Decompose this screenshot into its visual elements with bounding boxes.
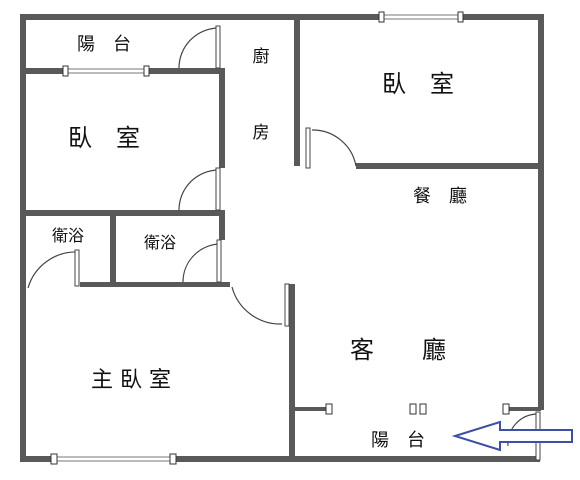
wall-bath-divider-1 <box>110 210 116 284</box>
wall-kitchen-right <box>294 14 300 166</box>
room-label-bath-1: 衛浴 <box>52 226 84 245</box>
window-icon <box>502 403 510 415</box>
room-label-kitchen-1: 廚 <box>253 46 270 67</box>
wall-bedroom-left-right <box>219 68 225 168</box>
window-icon <box>325 403 333 415</box>
door-swing-icon <box>231 283 290 327</box>
arrow-left-icon <box>451 420 573 452</box>
wall-balcony-rail-right <box>505 407 541 411</box>
window-icon <box>419 403 427 415</box>
wall-living-left <box>289 284 295 462</box>
doors <box>27 25 541 461</box>
wall-bath-right <box>219 210 225 240</box>
walls <box>20 14 544 462</box>
wall-bedroom-right-bottom <box>356 163 544 169</box>
window-icon <box>409 403 417 415</box>
room-label-master-bedroom: 主 臥 室 <box>91 368 171 393</box>
window-icon <box>378 11 464 23</box>
room-label-living: 客 廳 <box>350 336 446 364</box>
wall-bedroom-left-bottom <box>20 210 225 216</box>
room-label-balcony-top: 陽 台 <box>77 34 131 55</box>
room-label-balcony-bottom: 陽 台 <box>371 430 425 451</box>
window-icon <box>62 65 150 77</box>
wall-right <box>538 14 544 410</box>
room-label-bedroom-top-right: 臥 室 <box>382 70 454 98</box>
room-label-bedroom-left: 臥 室 <box>68 124 140 152</box>
wall-bottom <box>20 456 540 462</box>
window-icon <box>50 453 177 465</box>
door-swing-icon <box>178 25 221 69</box>
door-swing-icon <box>182 239 222 283</box>
wall-bath-bottom-left <box>80 282 230 287</box>
room-label-bath-2: 衛浴 <box>144 233 176 252</box>
door-swing-icon <box>178 167 221 211</box>
wall-top-left <box>20 14 300 20</box>
room-label-kitchen-2: 房 <box>253 123 270 143</box>
windows <box>50 11 510 465</box>
wall-left <box>20 14 26 462</box>
room-label-dining: 餐 廳 <box>413 186 467 207</box>
door-swing-icon <box>27 249 80 289</box>
wall-balcony-rail <box>290 407 330 411</box>
door-swing-icon <box>305 127 357 169</box>
